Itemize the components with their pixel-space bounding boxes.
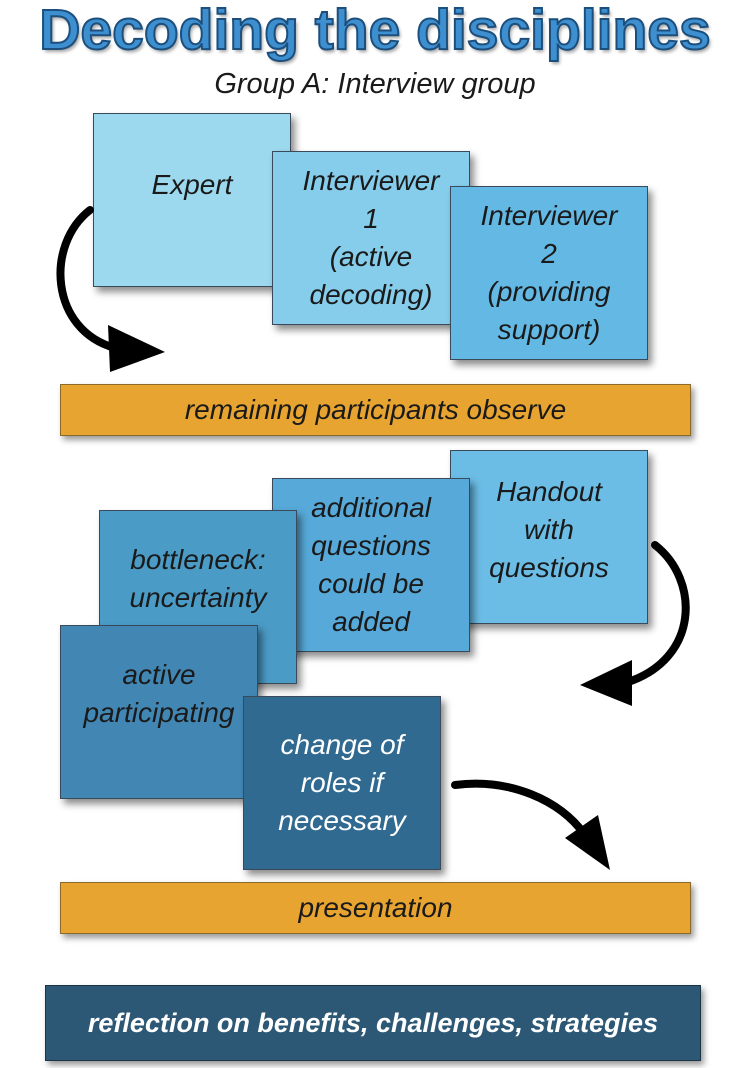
- change-line-3: necessary: [278, 805, 406, 836]
- handout-line-1: Handout: [496, 476, 602, 507]
- bottleneck-line-1: bottleneck:: [130, 544, 266, 575]
- handout-line-3: questions: [489, 552, 609, 583]
- interviewer-1-line-3: (active: [329, 241, 413, 272]
- interviewer-1-line-2: 1: [363, 203, 379, 234]
- interviewer-2-line-3: (providing: [487, 276, 611, 307]
- additional-questions-box: additional questions could be added: [272, 478, 470, 652]
- presentation-label: presentation: [298, 892, 453, 923]
- interviewer-2-line-2: 2: [541, 238, 557, 269]
- handout-box: Handout with questions: [450, 450, 648, 624]
- interviewer-1-line-4: decoding): [309, 279, 433, 310]
- interviewer-2-line-1: Interviewer: [480, 200, 618, 231]
- bottleneck-line-2: uncertainty: [129, 582, 267, 613]
- additional-line-3: could be: [318, 568, 424, 599]
- page-title: Decoding the disciplines: [38, 0, 711, 62]
- additional-line-4: added: [332, 606, 410, 637]
- presentation-bar: presentation: [60, 882, 691, 934]
- reflection-bar: reflection on benefits, challenges, stra…: [45, 985, 701, 1061]
- change-line-2: roles if: [300, 767, 384, 798]
- observe-bar: remaining participants observe: [60, 384, 691, 436]
- additional-line-1: additional: [311, 492, 431, 523]
- active-participating-box: active participating: [60, 625, 258, 799]
- active-line-1: active: [122, 659, 196, 690]
- interviewer-1-box: Interviewer 1 (active decoding): [272, 151, 470, 325]
- reflection-label: reflection on benefits, challenges, stra…: [87, 1007, 659, 1038]
- observe-label: remaining participants observe: [184, 394, 567, 425]
- change-line-1: change of: [280, 729, 404, 760]
- additional-line-2: questions: [311, 530, 431, 561]
- arrow-change-to-presentation: [451, 779, 610, 870]
- interviewer-2-line-4: support): [497, 314, 601, 345]
- subtitle: Group A: Interview group: [214, 68, 536, 100]
- expert-label: Expert: [151, 169, 233, 200]
- arrow-expert-to-observe: [56, 206, 165, 372]
- interviewer-2-box: Interviewer 2 (providing support): [450, 186, 648, 360]
- expert-box: Expert: [93, 113, 291, 287]
- change-of-roles-box: change of roles if necessary: [243, 696, 441, 870]
- handout-line-2: with: [524, 514, 574, 545]
- interviewer-1-line-1: Interviewer: [302, 165, 440, 196]
- active-line-2: participating: [83, 697, 235, 728]
- arrow-handout-to-left: [580, 541, 690, 706]
